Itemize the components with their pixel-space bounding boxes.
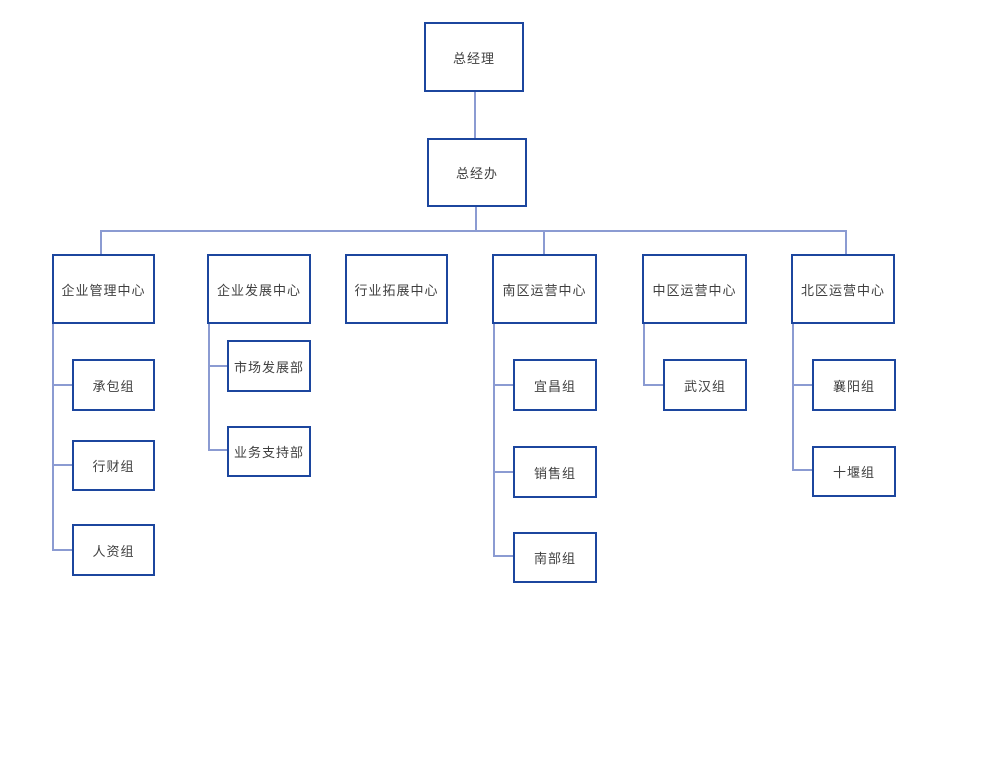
org-node-label: 总经理 [452,50,495,66]
org-node-center-management[interactable]: 企业管理中心 [52,254,155,324]
org-node-label: 人资组 [92,543,135,559]
connector-stub-market-development [208,365,227,367]
org-node-center-north-ops[interactable]: 北区运营中心 [791,254,895,324]
org-node-label: 武汉组 [683,378,726,394]
org-node-dept-market-development[interactable]: 市场发展部 [227,340,311,392]
connector-trunk-development [208,324,210,451]
org-node-label: 行业拓展中心 [354,282,439,298]
org-node-center-central-ops[interactable]: 中区运营中心 [642,254,747,324]
org-node-center-industry-expansion[interactable]: 行业拓展中心 [345,254,448,324]
connector-stub-yichang [493,384,513,386]
org-node-label: 总经办 [455,166,498,181]
connector-main-bus [100,230,847,232]
connector-trunk-south-ops [493,324,495,557]
org-node-label: 市场发展部 [233,359,304,375]
connector-office-to-bus [475,207,477,232]
connector-trunk-central-ops [643,324,645,386]
org-node-group-hr[interactable]: 人资组 [72,524,155,576]
org-node-label: 十堰组 [832,465,875,480]
connector-drop-south-ops [543,230,545,254]
org-node-label: 企业管理中心 [61,282,146,298]
org-node-group-wuhan[interactable]: 武汉组 [663,359,747,411]
connector-stub-admin-finance [52,464,72,466]
connector-stub-contracting [52,384,72,386]
org-node-general-manager[interactable]: 总经理 [424,22,524,92]
connector-stub-business-support [208,449,227,451]
connector-stub-shiyan [792,469,812,471]
org-node-label: 襄阳组 [832,378,875,394]
org-node-dept-business-support[interactable]: 业务支持部 [227,426,311,477]
org-node-label: 销售组 [533,465,576,481]
connector-gm-to-office [474,92,476,138]
org-node-group-shiyan[interactable]: 十堰组 [812,446,896,497]
org-node-center-development[interactable]: 企业发展中心 [207,254,311,324]
connector-drop-management-center [100,230,102,254]
connector-stub-hr [52,549,72,551]
org-node-label: 承包组 [92,378,135,394]
connector-stub-wuhan [643,384,663,386]
connector-stub-sales [493,471,513,473]
org-node-group-contracting[interactable]: 承包组 [72,359,155,411]
org-node-label: 中区运营中心 [652,282,737,298]
org-node-group-southern[interactable]: 南部组 [513,532,597,583]
org-node-group-sales[interactable]: 销售组 [513,446,597,498]
org-node-label: 宜昌组 [533,378,576,394]
org-node-gm-office[interactable]: 总经办 [427,138,527,207]
org-node-label: 南部组 [533,551,576,566]
org-node-center-south-ops[interactable]: 南区运营中心 [492,254,597,324]
connector-stub-xiangyang [792,384,812,386]
connector-drop-north-ops [845,230,847,254]
org-node-label: 南区运营中心 [502,282,587,298]
org-node-label: 行财组 [92,459,135,474]
org-node-label: 北区运营中心 [800,282,885,298]
connector-trunk-management [52,324,54,551]
org-node-label: 企业发展中心 [216,282,301,298]
connector-trunk-north-ops [792,324,794,471]
org-node-label: 业务支持部 [233,445,304,460]
connector-stub-southern [493,555,513,557]
org-node-group-xiangyang[interactable]: 襄阳组 [812,359,896,411]
org-node-group-admin-finance[interactable]: 行财组 [72,440,155,491]
org-node-group-yichang[interactable]: 宜昌组 [513,359,597,411]
